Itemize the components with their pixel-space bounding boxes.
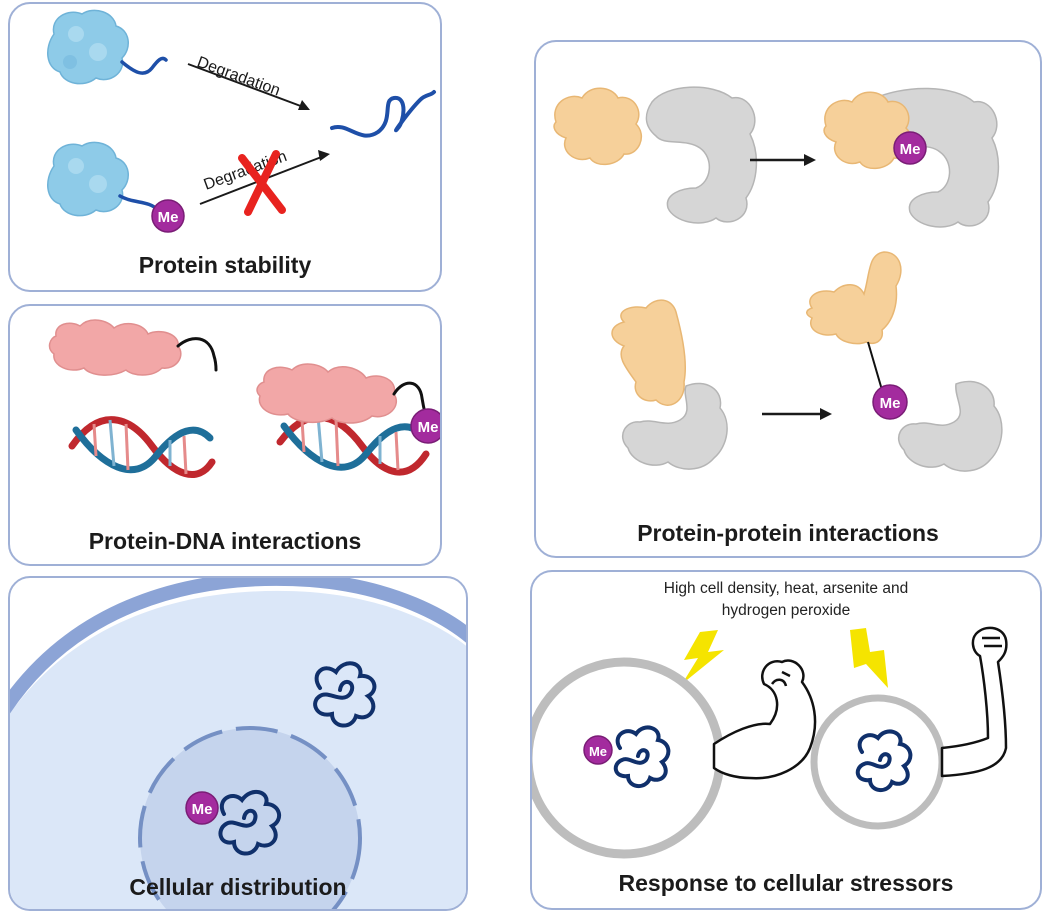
cellular-stressors-illustration: Me (532, 626, 1008, 859)
pink-protein-right (256, 363, 397, 424)
panel-protein-dna: Me Protein-DNA interactions (8, 304, 442, 566)
orange-protein (611, 299, 687, 406)
methyl-group (185, 791, 219, 825)
methyl-group (872, 384, 908, 420)
panel-title: Response to cellular stressors (618, 870, 954, 896)
raised-arm-icon (940, 626, 1008, 778)
stressor-note-line-1: High cell density, heat, arsenite and (663, 580, 909, 597)
orange-protein (806, 251, 902, 345)
flexed-arm-icon (712, 659, 817, 780)
panel-title: Cellular distribution (129, 874, 347, 900)
dna-helix-left (68, 416, 216, 478)
blocked-cross-icon (238, 150, 286, 216)
protein-protein-illustration: Me Me (553, 86, 1003, 472)
methyl-group (893, 131, 927, 165)
nucleus (140, 728, 360, 909)
cellular-distribution-illustration: Me (10, 578, 466, 909)
stressor-note-line-2: hydrogen peroxide (721, 602, 851, 619)
grey-protein (622, 382, 728, 470)
methyl-label: Me (900, 141, 921, 158)
methyl-group (151, 199, 185, 233)
blue-protein-top (47, 9, 168, 85)
degradation-label-top: Degradation (195, 54, 283, 100)
grey-protein (898, 380, 1003, 472)
cell-membrane (10, 578, 466, 714)
protein-coil-cytoplasm (313, 661, 377, 728)
dna-helix-right (276, 413, 430, 476)
protein-coil-nucleus (218, 789, 282, 856)
panel-title: Protein-DNA interactions (88, 528, 362, 554)
methyl-group (410, 408, 440, 444)
panel-title: Protein stability (138, 252, 312, 278)
panel-title: Protein-protein interactions (637, 520, 939, 546)
panel-protein-stability: Degradation Me Degradation Protein stabi… (8, 2, 442, 292)
lightning-bolt-icon (850, 628, 888, 688)
protein-dna-illustration: Me (48, 319, 440, 478)
blue-protein-bottom (47, 141, 160, 217)
protein-coil-small-cell (855, 729, 913, 792)
panel-cellular-distribution: Me Cellular distribution (8, 576, 468, 911)
lightning-bolt-icon (682, 630, 724, 684)
panel-protein-protein: Me Me Protein-protein interactions (534, 40, 1042, 558)
methyl-label: Me (418, 419, 439, 436)
degradation-arrow-top (187, 63, 307, 109)
methyl-label: Me (880, 395, 901, 412)
stressed-cell-small (810, 694, 946, 830)
protein-coil-large-cell (613, 725, 671, 788)
grey-protein (645, 86, 758, 224)
pink-protein-left (48, 319, 182, 376)
methyl-group (583, 735, 613, 765)
panel-cellular-stressors: High cell density, heat, arsenite and hy… (530, 570, 1042, 910)
degraded-peptide (330, 90, 436, 138)
orange-protein (553, 87, 642, 166)
nuclear-envelope (138, 726, 362, 909)
methyl-label: Me (192, 801, 213, 818)
stressor-note: High cell density, heat, arsenite and hy… (532, 578, 1040, 622)
methyl-label: Me (589, 744, 607, 759)
methyl-label: Me (158, 209, 179, 226)
protein-stability-illustration: Degradation Me Degradation (47, 9, 436, 233)
